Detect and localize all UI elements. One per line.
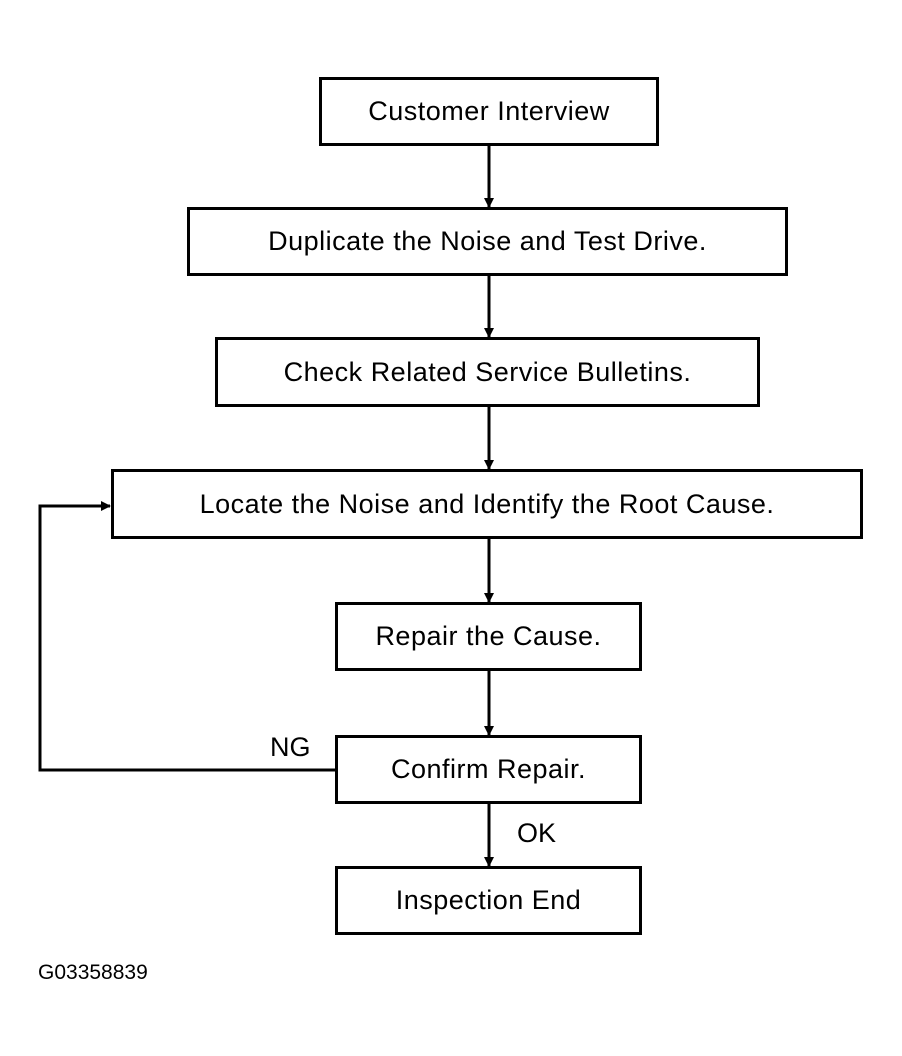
- edge-label-ng: NG: [270, 732, 311, 762]
- step-check-bulletins: Check Related Service Bulletins.: [215, 337, 760, 407]
- step-label: Confirm Repair.: [390, 754, 587, 784]
- figure-id: G03358839: [38, 961, 148, 984]
- step-label: Locate the Noise and Identify the Root C…: [199, 488, 775, 519]
- step-label: Duplicate the Noise and Test Drive.: [268, 226, 707, 256]
- step-confirm-repair: Confirm Repair.: [335, 735, 642, 804]
- step-label: Customer Interview: [368, 96, 610, 126]
- step-label: Inspection End: [395, 885, 582, 915]
- arrow-ng-loop-back: [38, 501, 336, 772]
- step-label: Check Related Service Bulletins.: [283, 356, 692, 387]
- step-customer-interview: Customer Interview: [319, 77, 659, 146]
- step-label: Repair the Cause.: [375, 621, 602, 651]
- step-inspection-end: Inspection End: [335, 866, 642, 935]
- step-duplicate-noise: Duplicate the Noise and Test Drive.: [187, 207, 788, 276]
- step-repair-cause: Repair the Cause.: [335, 602, 642, 671]
- step-locate-noise: Locate the Noise and Identify the Root C…: [111, 469, 863, 539]
- edge-label-ok: OK: [517, 818, 557, 848]
